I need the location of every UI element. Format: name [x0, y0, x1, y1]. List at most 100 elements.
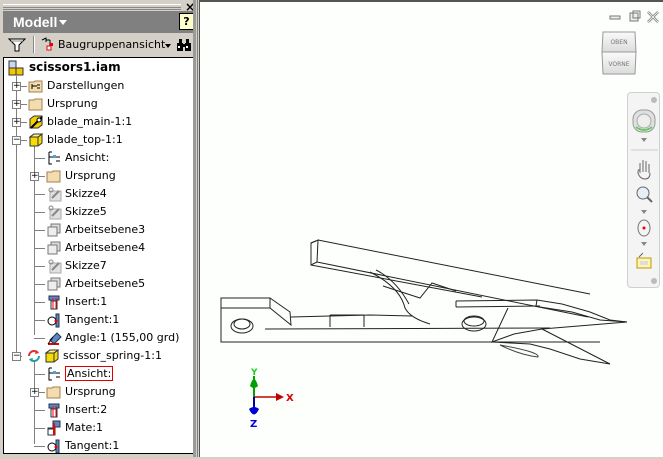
tree-connector [16, 140, 27, 141]
tree-connector [34, 176, 45, 177]
tree-item-label: Tangent:1 [65, 313, 120, 326]
panel-grip[interactable] [3, 4, 181, 10]
tree-item[interactable]: Arbeitsebene4 [4, 239, 194, 257]
tree-item-label: Skizze4 [65, 187, 107, 200]
tree-item[interactable]: Insert:2 [4, 401, 194, 419]
insert-constraint-icon [46, 294, 62, 310]
z-axis-label: Z [250, 419, 257, 430]
collapse-icon[interactable]: − [12, 135, 21, 145]
workplane-icon [46, 240, 62, 256]
tree-item-label: Ursprung [47, 97, 98, 110]
tree-connector [34, 194, 45, 195]
model-tree[interactable]: scissors1.iam + Darstellungen + Ursprung +bl… [3, 57, 194, 454]
steering-wheel-icon [632, 109, 656, 133]
tree-item[interactable]: +blade_main-1:1 [4, 113, 194, 131]
tree-item[interactable]: Ansicht: [4, 149, 194, 167]
svg-text:OBEN: OBEN [610, 39, 627, 46]
tree-item[interactable]: Angle:1 (155,00 grd) [4, 329, 194, 347]
mate-constraint-icon [46, 420, 62, 436]
tree-connector [34, 428, 45, 429]
tree-item[interactable]: + Ursprung [4, 167, 194, 185]
navbar-options-icon [651, 278, 657, 284]
collapse-icon[interactable]: − [12, 351, 21, 361]
tree-connector [34, 266, 45, 267]
navbar-close-icon [651, 97, 657, 103]
expand-icon[interactable]: + [30, 387, 39, 397]
tree-line [16, 76, 17, 354]
tree-connector [16, 122, 27, 123]
tree-root-label: scissors1.iam [29, 60, 121, 74]
chevron-down-icon[interactable] [59, 20, 67, 25]
tree-item-label: Ansicht: [65, 366, 114, 381]
tree-connector [34, 374, 45, 375]
tree-connector [16, 86, 27, 87]
tree-item[interactable]: −scissor_spring-1:1 [4, 347, 194, 365]
tree-item[interactable]: Tangent:1 [4, 437, 194, 453]
tree-item-label: Ursprung [65, 385, 116, 398]
tree-item-label: Ursprung [65, 169, 116, 182]
tree-item[interactable]: Mate:1 [4, 419, 194, 437]
zoom-magnifier-icon [636, 186, 653, 203]
tree-item-label: Darstellungen [47, 79, 125, 92]
tree-item[interactable]: Tangent:1 [4, 311, 194, 329]
tree-item-label: Mate:1 [65, 421, 104, 434]
tree-connector [34, 158, 45, 159]
scissors-model-drawing[interactable] [200, 2, 663, 459]
workplane-icon [46, 222, 62, 238]
tree-item[interactable]: + Darstellungen [4, 77, 194, 95]
viewcube[interactable]: OBEN VORNE [600, 30, 640, 78]
minimize-icon [609, 15, 621, 20]
tree-item[interactable]: Arbeitsebene5 [4, 275, 194, 293]
close-x-icon[interactable]: × [185, 0, 196, 14]
tree-item[interactable]: Skizze5 [4, 203, 194, 221]
expand-icon[interactable]: + [12, 117, 21, 127]
tree-line [34, 146, 35, 335]
tree-connector [34, 302, 45, 303]
tree-connector [34, 230, 45, 231]
panel-header[interactable]: Modell ? [3, 11, 197, 33]
tree-item[interactable]: Skizze4 [4, 185, 194, 203]
tree-connector [34, 410, 45, 411]
view-rep-icon [46, 366, 62, 382]
tree-item-label: Skizze5 [65, 205, 107, 218]
tree-item-label: Insert:1 [65, 295, 108, 308]
view-rep-icon [46, 150, 62, 166]
folder-icon [46, 384, 62, 400]
tangent-constraint-icon [46, 312, 62, 328]
assembly-icon [8, 60, 24, 76]
insert-constraint-icon [46, 402, 62, 418]
tree-item[interactable]: Insert:1 [4, 293, 194, 311]
coordinate-triad: Y X Z [238, 364, 308, 434]
representations-icon [28, 78, 44, 94]
expand-icon[interactable]: + [12, 99, 21, 109]
graphics-viewport[interactable]: OBEN VORNE [199, 0, 663, 457]
view-selector-dropdown[interactable]: Baugruppenansicht [40, 36, 171, 54]
part-icon [28, 132, 44, 148]
window-buttons [608, 10, 660, 24]
angle-constraint-icon [46, 330, 62, 346]
folder-icon [46, 168, 62, 184]
help-question-icon[interactable]: ? [179, 13, 194, 30]
tree-item[interactable]: Arbeitsebene3 [4, 221, 194, 239]
pan-hand-icon [637, 160, 651, 180]
panel-splitter[interactable] [193, 0, 198, 457]
tree-item[interactable]: −blade_top-1:1 [4, 131, 194, 149]
tree-item[interactable]: Skizze7 [4, 257, 194, 275]
panel-grip-line [3, 7, 181, 8]
tree-line [34, 362, 35, 444]
binoculars-icon[interactable] [176, 37, 192, 53]
expand-icon[interactable]: + [12, 81, 21, 91]
tree-item[interactable]: Ansicht: [4, 365, 194, 383]
restore-icon [629, 12, 639, 22]
x-axis-label: X [286, 393, 294, 404]
tree-item-label: Skizze7 [65, 259, 107, 272]
tree-item-label: Tangent:1 [65, 439, 120, 452]
tree-item-label: Arbeitsebene5 [65, 277, 146, 290]
view-selector-label: Baugruppenansicht [58, 38, 166, 51]
tree-connector [34, 338, 45, 339]
filter-funnel-icon[interactable] [8, 37, 26, 53]
expand-icon[interactable]: + [30, 171, 39, 181]
tree-connector [34, 248, 45, 249]
tree-item[interactable]: + Ursprung [4, 383, 194, 401]
tree-item[interactable]: + Ursprung [4, 95, 194, 113]
